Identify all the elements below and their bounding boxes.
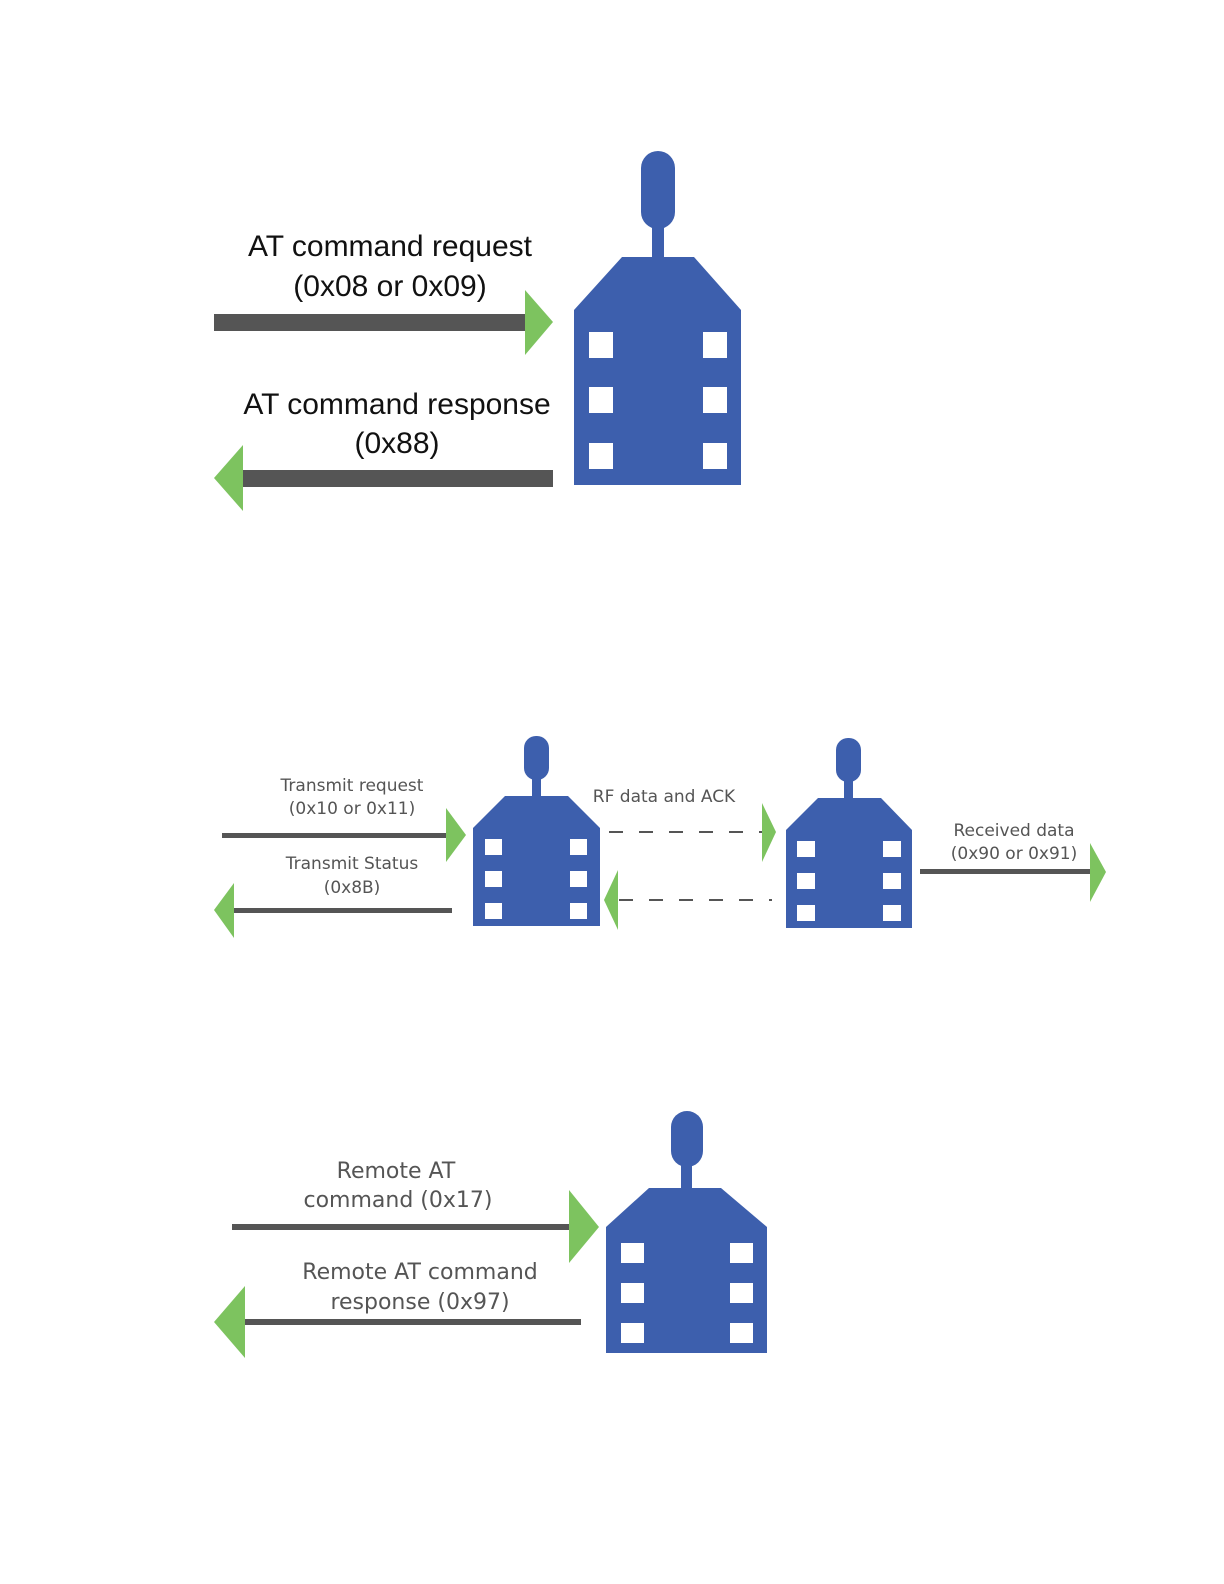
at-request-label-line1: AT command request [248, 230, 533, 263]
received-data-arrow-head [1090, 843, 1106, 902]
rf-forward-arrow-head [762, 803, 776, 862]
at-request-arrow-line [214, 314, 526, 331]
local-device-icon [574, 151, 741, 485]
diagram-transmit: Transmit request (0x10 or 0x11) Transmit… [214, 736, 1106, 938]
rf-data-ack-label: RF data and ACK [593, 787, 736, 807]
remote-response-arrow-line [244, 1319, 581, 1325]
diagram-at-command: AT command request (0x08 or 0x09) AT com… [214, 151, 741, 511]
remote-response-label-line2: response (0x97) [330, 1290, 509, 1315]
transmit-status-label-line1: Transmit Status [285, 854, 419, 874]
transmit-status-arrow-line [233, 908, 452, 913]
sender-device-icon [473, 736, 600, 926]
transmit-request-arrow-line [222, 833, 446, 838]
remote-response-label-line1: Remote AT command [302, 1260, 537, 1285]
at-response-arrow-line [243, 470, 553, 487]
remote-command-label-line2: command (0x17) [304, 1188, 493, 1213]
received-data-label-line1: Received data [953, 821, 1074, 841]
at-response-arrow-head [214, 445, 243, 511]
at-response-label-line2: (0x88) [354, 427, 439, 460]
transmit-request-arrow-head [446, 808, 466, 862]
at-request-label-line2: (0x08 or 0x09) [293, 270, 486, 303]
rf-ack-arrow-head [604, 870, 618, 930]
diagram-remote-at: Remote AT command (0x17) Remote AT comma… [214, 1111, 767, 1358]
remote-device-icon [606, 1111, 767, 1353]
remote-command-arrow-line [232, 1224, 570, 1230]
at-response-label-line1: AT command response [243, 388, 550, 421]
receiver-device-icon [786, 738, 912, 928]
received-data-arrow-line [920, 869, 1091, 874]
remote-command-label-line1: Remote AT [337, 1159, 456, 1184]
at-request-arrow-head [525, 290, 553, 355]
remote-command-arrow-head [569, 1190, 599, 1263]
transmit-request-label-line1: Transmit request [280, 776, 424, 796]
received-data-label-line2: (0x90 or 0x91) [951, 844, 1077, 864]
remote-response-arrow-head [214, 1286, 245, 1358]
transmit-status-label-line2: (0x8B) [324, 878, 381, 898]
transmit-request-label-line2: (0x10 or 0x11) [289, 799, 415, 819]
transmit-status-arrow-head [214, 883, 234, 938]
